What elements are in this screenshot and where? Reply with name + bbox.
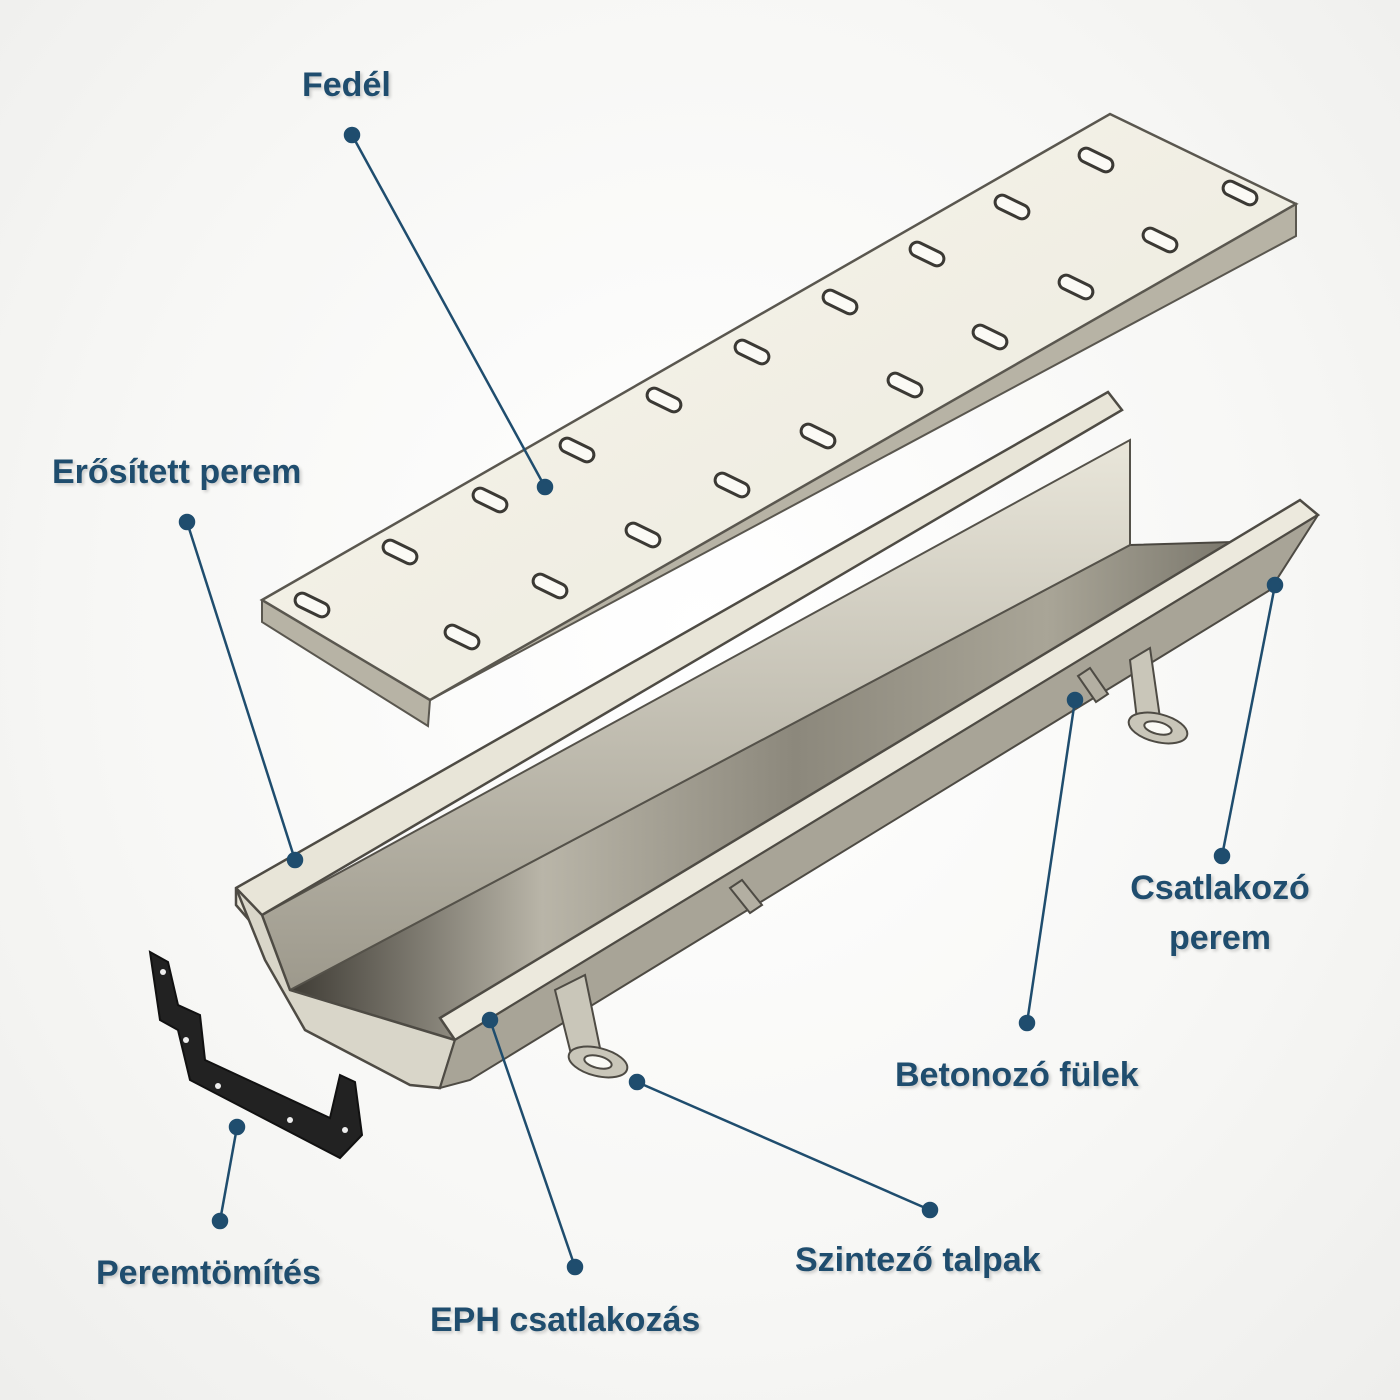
end-gasket [148, 950, 364, 1160]
label-betonozo-fulek: Betonozó fülek [895, 1056, 1139, 1094]
leader-line-szintezo-talpak [636, 1080, 931, 1212]
label-csatlakozo-perem-line1: Csatlakozó [1130, 869, 1310, 907]
channel-body [234, 390, 1321, 1090]
leader-line-peremtomites [218, 1126, 239, 1222]
label-szintezo-talpak: Szintező talpak [795, 1241, 1041, 1279]
leader-line-erositett-perem [185, 521, 297, 861]
leader-dot-fedel [343, 126, 361, 144]
leader-line-fedel [350, 134, 547, 488]
label-peremtomites: Peremtömítés [96, 1254, 321, 1292]
lid-part [259, 112, 1299, 728]
label-csatlakozo-perem-line2: perem [1168, 919, 1272, 957]
leader-dot-fedel-end [536, 478, 554, 496]
leader-line-betonozo-fulek [1025, 699, 1077, 1024]
leveling-feet [553, 646, 1189, 1079]
label-fedel: Fedél [302, 66, 391, 104]
lid-slots [293, 146, 1259, 651]
lid-top-surface [259, 112, 1299, 702]
label-erositett-perem: Erősített perem [52, 453, 302, 491]
leader-lines [178, 126, 1284, 1276]
leader-line-eph-csatlakozas [488, 1019, 577, 1268]
label-eph-csatlakozas: EPH csatlakozás [430, 1301, 701, 1339]
front-wall-side [438, 514, 1319, 1090]
anchor-tabs [728, 666, 1110, 915]
leader-line-csatlakozo-perem [1220, 584, 1277, 857]
